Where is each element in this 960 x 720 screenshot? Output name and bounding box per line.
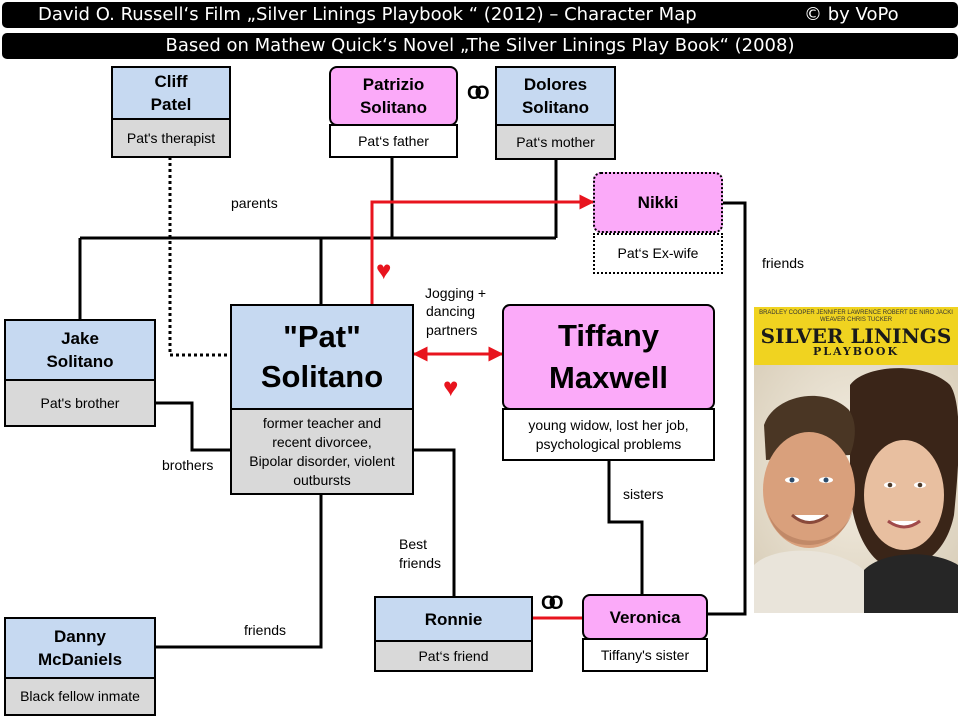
best-friends-link xyxy=(412,448,456,597)
nikki-name-box: Nikki xyxy=(593,172,723,233)
movie-poster: BRADLEY COOPER JENNIFER LAWRENCE ROBERT … xyxy=(754,307,958,613)
poster-actors: BRADLEY COOPER JENNIFER LAWRENCE ROBERT … xyxy=(759,310,953,323)
nikki-desc: Pat‘s Ex-wife xyxy=(617,245,699,261)
pat-desc-box: former teacher and recent divorcee, Bipo… xyxy=(230,408,414,495)
patrizio-name-box: Patrizio Solitano xyxy=(329,66,458,126)
poster-title: SILVER LININGS xyxy=(760,324,952,348)
dolores-desc-box: Pat‘s mother xyxy=(495,124,616,160)
brothers-link xyxy=(155,401,231,452)
veronica-name-box: Veronica xyxy=(582,594,708,640)
veronica-desc: Tiffany's sister xyxy=(600,646,690,663)
heart-icon: ♥ xyxy=(443,372,459,402)
jake-desc: Pat's brother xyxy=(40,394,120,411)
danny-name-line2: McDaniels xyxy=(37,650,123,669)
danny-desc: Black fellow inmate xyxy=(20,688,140,704)
patrizio-name-line1: Patrizio xyxy=(362,75,425,94)
brothers-label: brothers xyxy=(162,457,214,473)
therapist-link xyxy=(168,157,231,357)
nikki-name: Nikki xyxy=(637,193,679,212)
author-credit: © by VoPo xyxy=(804,4,899,25)
tiffany-desc-box: young widow, lost her job, psychological… xyxy=(502,408,715,461)
cliff-name-box: Cliff Patel xyxy=(111,66,231,120)
dolores-name-line1: Dolores xyxy=(523,75,588,94)
veronica-desc-box: Tiffany's sister xyxy=(582,638,708,672)
poster-photo xyxy=(754,365,958,613)
dolores-name-line2: Solitano xyxy=(521,98,590,117)
tiffany-name-line1: Tiffany xyxy=(557,318,660,353)
title-bar: David O. Russell‘s Film „Silver Linings … xyxy=(2,2,958,28)
tiffany-name-box: Tiffany Maxwell xyxy=(502,304,715,410)
jake-desc-box: Pat's brother xyxy=(4,379,156,427)
sisters-label: sisters xyxy=(623,486,664,502)
patrizio-desc: Pat‘s father xyxy=(358,132,429,149)
best-friends-label-line2: friends xyxy=(399,555,442,571)
parents-label: parents xyxy=(231,195,278,211)
danny-desc-box: Black fellow inmate xyxy=(4,677,156,716)
cliff-desc: Pat's therapist xyxy=(126,129,216,146)
map-title: David O. Russell‘s Film „Silver Linings … xyxy=(38,4,697,25)
cliff-desc-box: Pat's therapist xyxy=(111,118,231,158)
heart-icon: ♥ xyxy=(376,255,392,285)
marriage-rings-icon: OO xyxy=(467,83,489,104)
poster-title-band xyxy=(754,307,958,365)
ronnie-name-box: Ronnie xyxy=(374,596,533,642)
dolores-desc: Pat‘s mother xyxy=(516,133,595,150)
dolores-name-box: Dolores Solitano xyxy=(495,66,616,126)
friends-link-danny xyxy=(155,495,323,649)
patrizio-desc-box: Pat‘s father xyxy=(329,124,458,158)
friends-link-nikki xyxy=(708,201,747,616)
pat-name-box: "Pat" Solitano xyxy=(230,304,414,410)
poster-subtitle: PLAYBOOK xyxy=(812,345,900,358)
danny-name-line1: Danny xyxy=(54,627,106,646)
ronnie-name: Ronnie xyxy=(424,609,483,629)
danny-name-box: Danny McDaniels xyxy=(4,617,156,679)
tiffany-name-line2: Maxwell xyxy=(549,360,668,395)
nikki-desc-box: Pat‘s Ex-wife xyxy=(593,233,723,274)
tiffany-desc-line2: psychological problems xyxy=(535,435,682,452)
sisters-link xyxy=(607,460,644,595)
pat-desc-line3: Bipolar disorder, violent xyxy=(249,452,395,469)
marriage-rings-icon: OO xyxy=(541,593,563,614)
pat-name-line1: "Pat" xyxy=(283,319,361,354)
jogging-label-line2: dancing xyxy=(426,303,476,319)
jake-name-line2: Solitano xyxy=(46,352,114,371)
pat-name-line2: Solitano xyxy=(260,359,384,394)
cliff-name-line2: Patel xyxy=(150,95,192,114)
patrizio-name-line2: Solitano xyxy=(359,98,428,117)
pat-desc-line1: former teacher and xyxy=(262,414,382,431)
cliff-name-line1: Cliff xyxy=(154,72,188,91)
tiffany-desc-line1: young widow, lost her job, xyxy=(528,416,689,433)
friends-label-nikki: friends xyxy=(762,255,805,271)
veronica-name: Veronica xyxy=(609,607,681,627)
map-subtitle: Based on Mathew Quick‘s Novel „The Silve… xyxy=(165,35,795,56)
ronnie-desc: Pat‘s friend xyxy=(418,647,489,664)
jake-name-line1: Jake xyxy=(61,329,99,348)
friends-label-danny: friends xyxy=(244,622,287,638)
pat-desc-line4: outbursts xyxy=(293,471,351,488)
ronnie-desc-box: Pat‘s friend xyxy=(374,640,533,672)
best-friends-label-line1: Best xyxy=(399,536,428,552)
jogging-label-line1: Jogging + xyxy=(425,285,487,301)
pat-nikki-arrow xyxy=(370,194,595,304)
subtitle-bar: Based on Mathew Quick‘s Novel „The Silve… xyxy=(2,33,958,59)
jogging-label-line3: partners xyxy=(426,322,478,338)
pat-desc-line2: recent divorcee, xyxy=(272,433,372,450)
jake-name-box: Jake Solitano xyxy=(4,319,156,381)
